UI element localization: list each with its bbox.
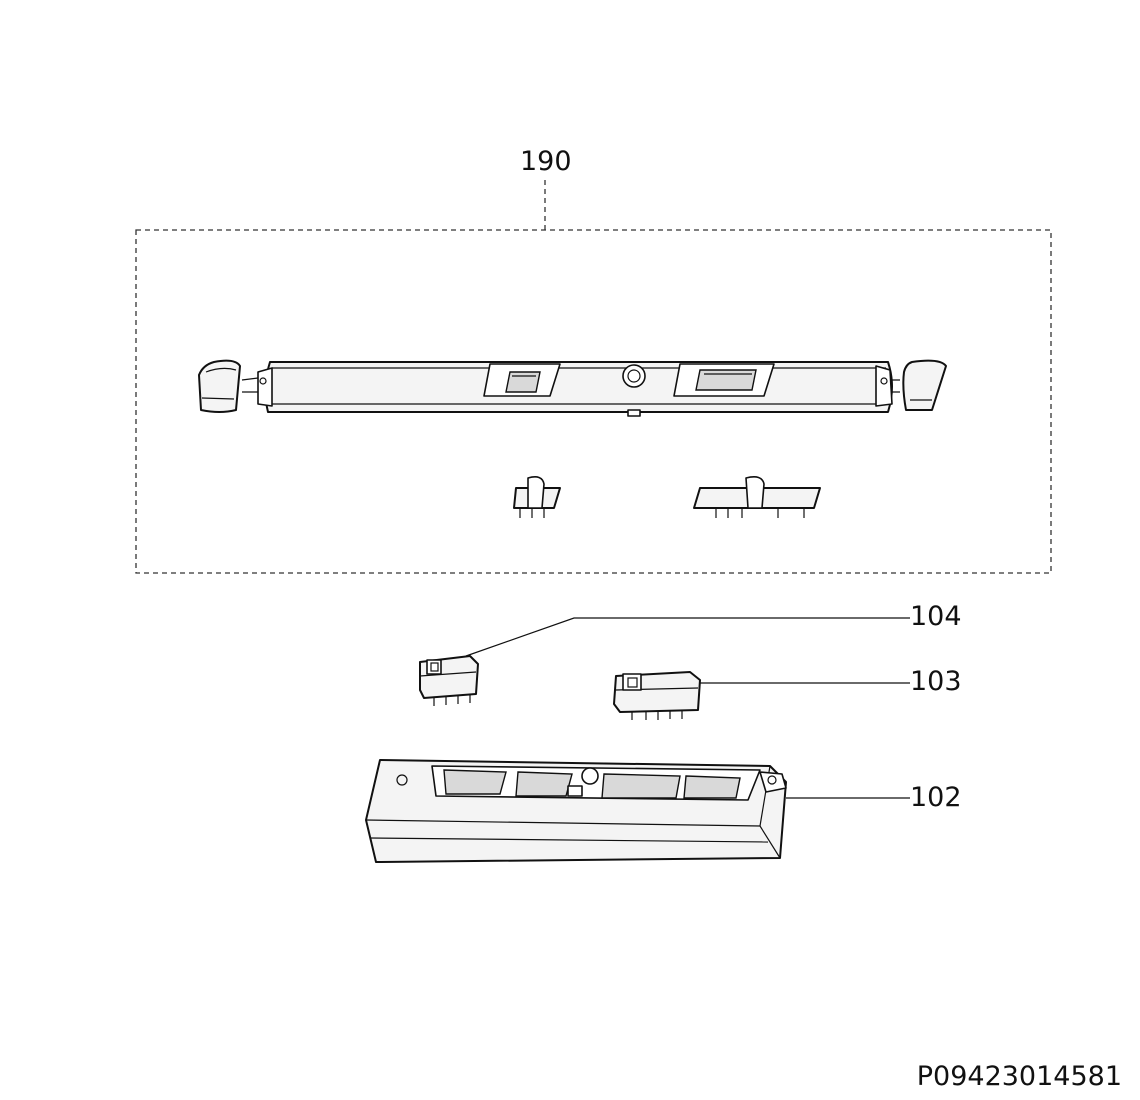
callout-190-label: 190	[520, 146, 572, 177]
assembly-group-box	[135, 229, 1052, 574]
left-end-cap	[198, 359, 241, 413]
small-button-key	[513, 476, 561, 518]
switch-103	[613, 671, 701, 720]
drawing-code: P09423014581	[917, 1061, 1122, 1092]
switch-housing-102	[365, 759, 787, 863]
switch-104	[419, 655, 479, 706]
callout-102-label: 102	[910, 782, 962, 813]
callout-104-label: 104	[910, 601, 962, 632]
callout-103-label: 103	[910, 666, 962, 697]
large-button-key	[693, 476, 821, 518]
main-trim-bar	[241, 361, 900, 417]
right-end-cap	[902, 359, 947, 411]
callout-104-leader	[465, 617, 910, 657]
